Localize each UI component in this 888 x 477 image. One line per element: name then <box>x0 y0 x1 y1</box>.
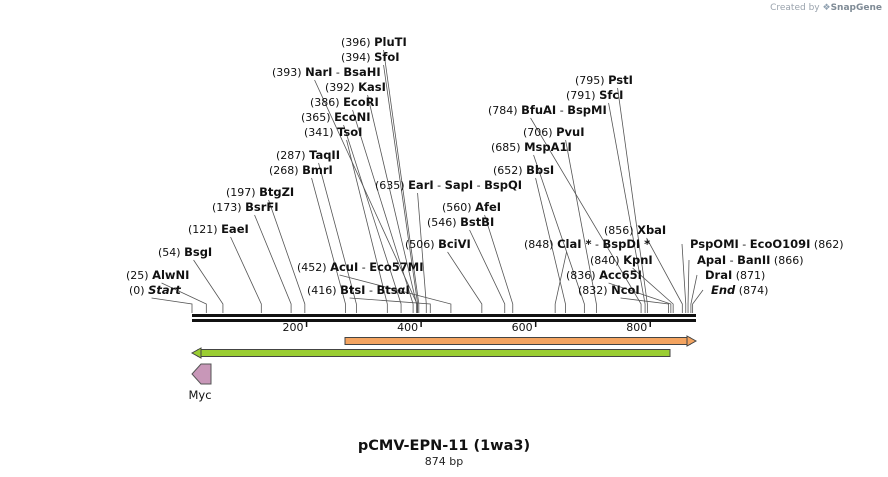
site-leader-line <box>339 274 452 313</box>
site-label[interactable]: (706) PvuI <box>523 125 584 139</box>
site-leader-line <box>608 282 672 313</box>
site-leader-line <box>632 267 674 313</box>
site-leader-line <box>343 124 402 313</box>
myc-feature[interactable]: Myc <box>188 363 212 402</box>
site-leader-line <box>535 177 566 313</box>
site-leader-line <box>447 251 483 313</box>
site-leader-line <box>533 154 585 313</box>
site-label[interactable]: (365) EcoNI <box>301 110 371 124</box>
site-label[interactable]: (635) EarI - SapI - BspQI <box>375 178 522 192</box>
ruler-tick-label: 200 <box>283 321 304 334</box>
myc-label: Myc <box>188 388 211 402</box>
site-leader-line <box>383 64 419 313</box>
site-label[interactable]: (54) BsgI <box>158 245 212 259</box>
credit-prefix: Created by <box>770 3 820 13</box>
site-label[interactable]: (832) NcoI <box>578 283 640 297</box>
site-label[interactable]: (393) NarI - BsaHI <box>272 65 381 79</box>
site-leader-line <box>681 243 687 313</box>
site-label[interactable]: (121) EaeI <box>188 222 249 236</box>
site-label[interactable]: ApaI - BanII (866) <box>697 253 804 267</box>
site-leader-line <box>193 259 224 313</box>
site-leader-line <box>352 109 414 313</box>
site-label[interactable]: (840) KpnI <box>590 253 653 267</box>
site-label[interactable]: (0) Start <box>129 283 181 297</box>
site-label[interactable]: (795) PstI <box>575 73 633 87</box>
site-label[interactable]: (396) PluTI <box>341 35 407 49</box>
site-label[interactable]: (197) BtgZI <box>226 185 294 199</box>
site-leader-line <box>254 214 292 313</box>
site-label[interactable]: (25) AlwNI <box>126 268 189 282</box>
site-label[interactable]: End (874) <box>711 283 768 297</box>
site-label[interactable]: (416) BtsI - BtsαI <box>307 283 410 297</box>
site-label[interactable]: (394) SfoI <box>341 50 400 64</box>
site-label[interactable]: DraI (871) <box>705 268 765 282</box>
site-leader-line <box>151 297 193 313</box>
site-leader-line <box>484 214 514 313</box>
site-leader-line <box>692 289 704 313</box>
site-label[interactable]: (685) MspA1I <box>491 140 572 154</box>
site-label[interactable]: (506) BciVI <box>405 237 471 251</box>
site-leader-line <box>268 199 306 313</box>
ruler-tick-label: 400 <box>397 321 418 334</box>
site-leader-line <box>383 49 420 313</box>
site-label[interactable]: (848) ClaI * - BspDI * <box>524 237 650 251</box>
site-leader-line <box>687 259 690 313</box>
site-leader-line <box>617 87 648 313</box>
site-label[interactable]: PspOMI - EcoO109I (862) <box>690 237 844 251</box>
site-label[interactable]: (784) BfuAI - BspMI <box>488 103 607 117</box>
site-leader-line <box>620 297 669 313</box>
site-label[interactable]: (341) TsoI <box>304 125 362 139</box>
site-leader-line <box>469 229 506 313</box>
myc-arrow-icon <box>191 363 212 385</box>
reverse-feature-arrow[interactable] <box>190 347 671 359</box>
sequence-strand-top <box>192 314 696 317</box>
site-label[interactable]: (287) TaqII <box>276 148 340 162</box>
site-leader-line <box>230 236 262 313</box>
site-label[interactable]: (268) BmrI <box>269 163 333 177</box>
snapgene-logo-icon: ❖ <box>822 3 831 13</box>
site-leader-line <box>161 282 207 313</box>
site-leader-line <box>314 79 418 313</box>
site-leader-line <box>318 162 357 313</box>
site-label[interactable]: (546) BstBI <box>427 215 494 229</box>
site-leader-line <box>349 297 431 313</box>
site-leader-line <box>367 94 417 313</box>
site-label[interactable]: (856) XbaI <box>604 223 666 237</box>
site-leader-line <box>417 192 427 313</box>
snapgene-credit: Created by ❖SnapGene <box>770 3 882 13</box>
site-label[interactable]: (791) SfcI <box>566 88 623 102</box>
ruler-ticks: 200 400 600 800 <box>283 321 651 334</box>
ruler-tick-label: 800 <box>626 321 647 334</box>
site-leader-line <box>554 251 567 313</box>
map-title: pCMV-EPN-11 (1wa3) <box>357 438 531 454</box>
site-leader-line <box>530 117 642 313</box>
site-label[interactable]: (652) BbsI <box>493 163 554 177</box>
map-length: 874 bp <box>424 455 464 468</box>
site-label[interactable]: (836) Acc65I <box>566 268 642 282</box>
site-label[interactable]: (452) AcuI - Eco57MI <box>297 260 424 274</box>
forward-feature-arrow[interactable] <box>344 335 698 347</box>
ruler-tick-label: 600 <box>512 321 533 334</box>
site-labels: (396) PluTI(394) SfoI(393) NarI - BsaHI(… <box>126 35 844 297</box>
credit-brand: SnapGene <box>830 3 882 13</box>
site-leader-line <box>311 177 346 313</box>
site-label[interactable]: (173) BsrFI <box>212 200 279 214</box>
site-leader-line <box>346 139 388 313</box>
site-leader-line <box>608 102 646 313</box>
site-leader-lines <box>151 49 704 313</box>
site-leader-line <box>690 274 698 313</box>
site-label[interactable]: (386) EcoRI <box>310 95 379 109</box>
site-leader-line <box>646 237 683 313</box>
site-label[interactable]: (560) AfeI <box>442 200 501 214</box>
sequence-strand-bottom <box>192 319 696 322</box>
site-label[interactable]: (392) KasI <box>325 80 386 94</box>
